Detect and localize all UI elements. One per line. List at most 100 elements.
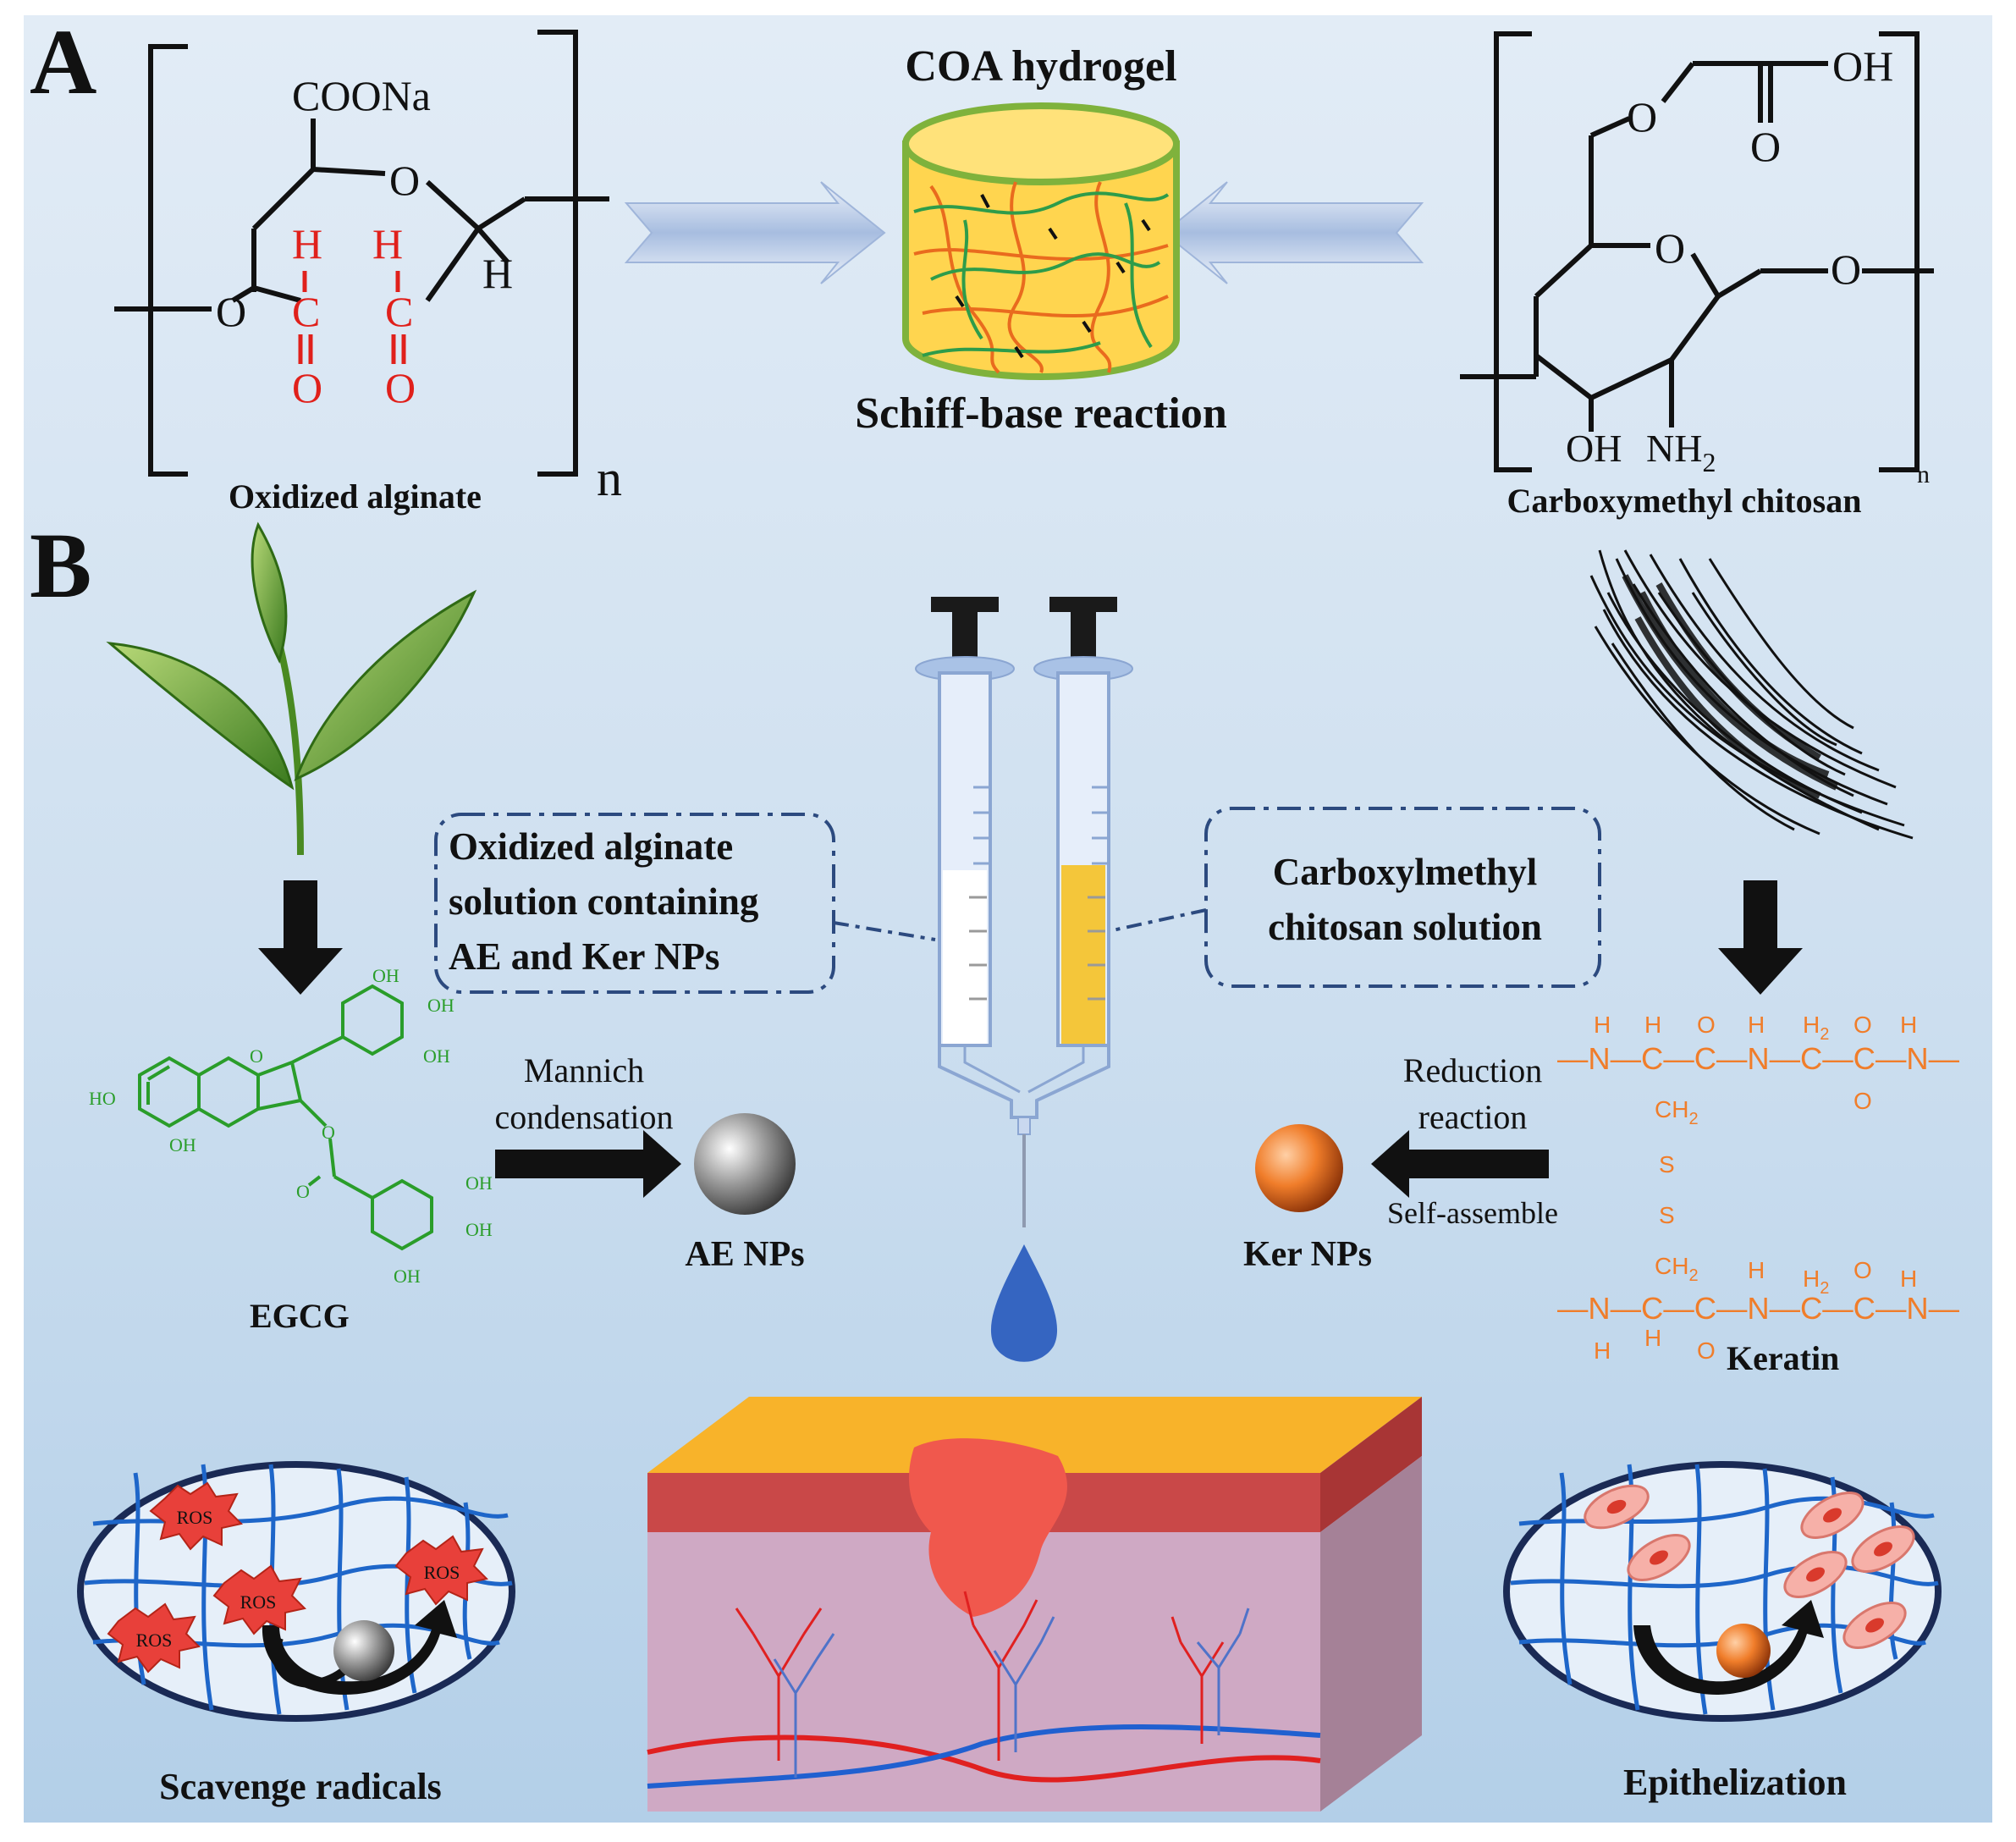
keratin-h-bottom-2: H	[1900, 1266, 1917, 1292]
ros-text-3: ROS	[136, 1630, 173, 1651]
keratin-o-bottom-2: O	[1697, 1337, 1716, 1364]
skin-model	[647, 1397, 1422, 1812]
chitosan-o-link: O	[1831, 245, 1861, 293]
down-arrow-left-icon	[258, 880, 343, 995]
egcg-oh-8: OH	[394, 1266, 421, 1287]
scavenge-label: Scavenge radicals	[159, 1766, 442, 1807]
cell-nucleus-6	[1865, 1618, 1884, 1633]
ros-text-4: ROS	[424, 1562, 460, 1583]
egcg-o-carbonyl: O	[296, 1181, 310, 1202]
egcg-oh-6: OH	[465, 1172, 493, 1194]
arrow-right-icon	[624, 181, 886, 284]
alginate-red-aldehyde	[298, 271, 406, 364]
tea-leaf-icon	[106, 521, 477, 856]
reduction-line-1: Reduction	[1403, 1051, 1542, 1089]
keratin-h2-bottom: H2	[1803, 1266, 1829, 1298]
keratin-bottom-chain: —N—C—C—N—C—C—N—	[1557, 1291, 1959, 1326]
chitosan-nh2-label: NH2	[1646, 427, 1716, 477]
coa-hydrogel-cylinder	[902, 102, 1180, 380]
down-arrow-right-icon	[1718, 880, 1803, 995]
keratin-o-top-3: O	[1854, 1088, 1872, 1114]
chitosan-n-subscript: n	[1917, 460, 1930, 488]
egcg-o-ring: O	[250, 1045, 263, 1067]
egcg-oh-2: OH	[372, 965, 399, 986]
egcg-oh-3: OH	[427, 995, 454, 1016]
alginate-n-subscript: n	[597, 450, 622, 506]
chitosan-solution-box	[1204, 807, 1601, 988]
keratin-o-top-2: O	[1854, 1012, 1872, 1038]
keratin-h2-top: H2	[1803, 1012, 1829, 1044]
right-box-line-2: chitosan solution	[1268, 906, 1542, 948]
alginate-name: Oxidized alginate	[229, 477, 482, 516]
egcg-ho-1: HO	[89, 1088, 116, 1109]
ae-nps-label: AE NPs	[685, 1235, 804, 1274]
ker-nanoparticle	[1255, 1124, 1343, 1212]
chitosan-oh-top: OH	[1832, 42, 1893, 90]
keratin-h-top-4: H	[1900, 1012, 1917, 1038]
ros-burst-3	[107, 1602, 201, 1674]
hair-dense-core	[1622, 574, 1838, 799]
cell-nucleus-3	[1823, 1508, 1842, 1523]
reduction-line-2: reaction	[1418, 1098, 1528, 1136]
alginate-solution-box	[434, 813, 835, 994]
ae-np-in-network	[333, 1620, 394, 1681]
chitosan-o-ring: O	[1655, 224, 1685, 272]
egcg-o-ester: O	[322, 1122, 335, 1143]
alginate-link-o-label: O	[216, 288, 246, 335]
hair-icon	[1589, 549, 1914, 840]
alginate-coona-label: COONa	[292, 72, 431, 119]
keratin-top-chain: —N—C—C—N—C—C—N—	[1557, 1041, 1959, 1076]
egcg-structure	[138, 984, 433, 1251]
alginate-ring-o-label: O	[389, 157, 420, 204]
egcg-oh-4: OH	[423, 1045, 450, 1067]
ros-burst-2	[212, 1564, 307, 1635]
arrow-left-icon	[1162, 181, 1424, 284]
right-box-line-1: Carboxylmethyl	[1273, 851, 1537, 893]
chitosan-oh-label: OH	[1566, 427, 1622, 470]
alginate-h-label: H	[482, 250, 513, 297]
keratin-h-top-3: H	[1748, 1012, 1765, 1038]
keratin-h-bottom-1: H	[1748, 1257, 1765, 1283]
keratin-h-bottom-3: H	[1594, 1337, 1611, 1364]
ros-text-1: ROS	[177, 1507, 213, 1528]
ros-text-2: ROS	[240, 1591, 277, 1613]
ros-burst-1	[149, 1481, 244, 1551]
ker-nps-label: Ker NPs	[1243, 1235, 1372, 1274]
alginate-c-red-1: C	[292, 288, 320, 335]
mannich-line-1: Mannich	[524, 1051, 644, 1089]
epithelization-network	[1503, 1461, 1942, 1722]
schiff-base-label: Schiff-base reaction	[855, 389, 1227, 438]
cell-nucleus-5	[1874, 1541, 1892, 1557]
arrow-left-ker-icon	[1371, 1130, 1549, 1198]
keratin-s-1: S	[1659, 1151, 1675, 1177]
keratin-o-top-1: O	[1697, 1012, 1716, 1038]
egcg-name: EGCG	[250, 1297, 350, 1335]
chitosan-o-carbonyl: O	[1750, 123, 1781, 170]
egcg-oh-5: OH	[169, 1134, 196, 1155]
keratin-ch2-top: CH2	[1655, 1096, 1699, 1128]
mannich-line-2: condensation	[494, 1098, 673, 1136]
alginate-h-red-1: H	[292, 220, 322, 267]
egcg-oh-7: OH	[465, 1219, 493, 1240]
panel-a-label: A	[30, 10, 96, 113]
panel-b-label: B	[30, 514, 91, 617]
keratin-s-2: S	[1659, 1202, 1675, 1228]
ae-nanoparticle	[694, 1113, 796, 1215]
keratin-structure: —N—C—C—N—C—C—N— —N—C—C—N—C—C—N— H H O H …	[1557, 1012, 1959, 1364]
ros-burst-group: ROS ROS ROS ROS	[107, 1481, 489, 1674]
keratin-ch2-bottom: CH2	[1655, 1253, 1699, 1285]
chitosan-name: Carboxymethyl chitosan	[1507, 482, 1862, 520]
left-box-line-2: solution containing	[449, 880, 759, 923]
alginate-o-red-1: O	[292, 364, 322, 411]
epithelial-cells	[1584, 1484, 1915, 1649]
left-box-line-1: Oxidized alginate	[449, 825, 733, 868]
hydrogel-title: COA hydrogel	[905, 42, 1176, 91]
dual-syringe-icon	[915, 597, 1133, 1227]
curved-arrow-right-icon	[1633, 1600, 1824, 1695]
chitosan-o-ether: O	[1627, 93, 1657, 141]
carboxymethyl-chitosan-structure	[1460, 31, 1934, 472]
alginate-h-red-2: H	[372, 220, 403, 267]
left-box-line-3: AE and Ker NPs	[449, 935, 719, 978]
